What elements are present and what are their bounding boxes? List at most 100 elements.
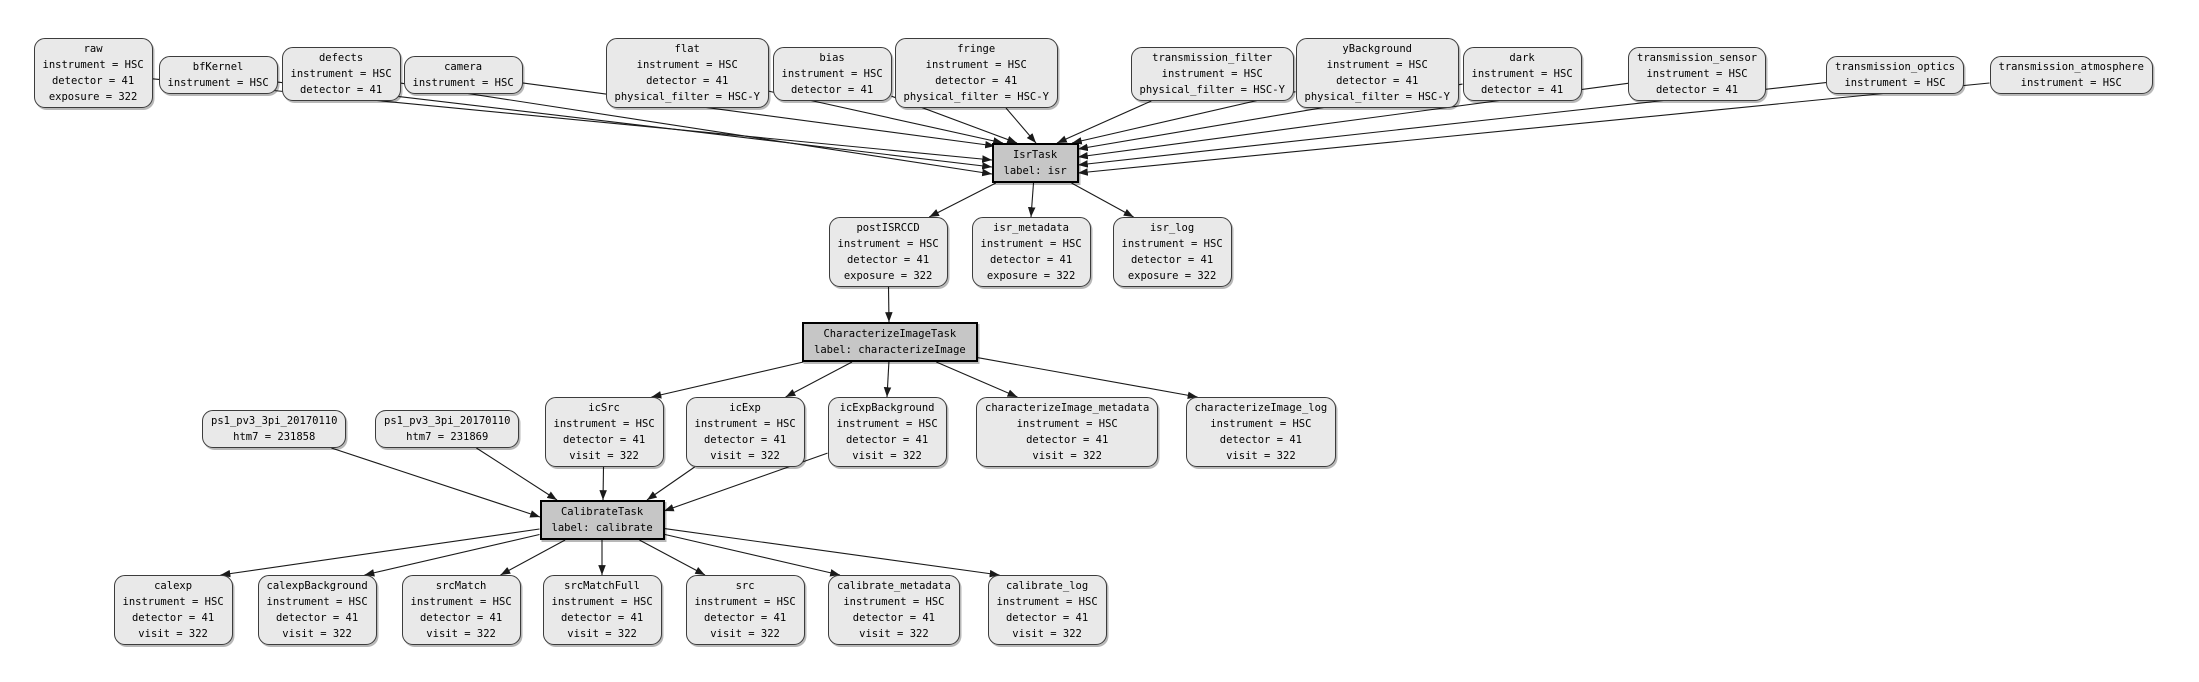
dataset-node-icExp: icExp instrument = HSC detector = 41 visit …	[685, 397, 805, 467]
node-title: bfKernel	[192, 61, 244, 73]
node-dimension: physical_filter = HSC-Y	[903, 91, 1049, 103]
node-dimension: instrument = HSC	[122, 596, 224, 608]
node-title: icExp	[729, 402, 761, 414]
node-dimension: detector = 41	[1005, 612, 1089, 624]
edge-CalibrateTask-to-src	[639, 539, 706, 576]
node-dimension: detector = 41	[562, 434, 646, 446]
edge-fringe-to-IsrTask	[1005, 107, 1037, 144]
node-title: icExpBackground	[839, 402, 935, 414]
edge-IsrTask-to-isr_log	[1071, 182, 1134, 218]
node-title: bias	[819, 52, 845, 64]
node-dimension: detector = 41	[703, 612, 787, 624]
node-dimension: instrument = HSC	[2020, 77, 2122, 89]
node-title: defects	[318, 52, 364, 64]
node-title: CharacterizeImageTask	[823, 328, 957, 340]
node-dimension: instrument = HSC	[636, 59, 738, 71]
node-dimension: detector = 41	[1219, 434, 1302, 446]
node-dimension: detector = 41	[846, 254, 930, 266]
node-dimension: instrument = HSC	[781, 68, 883, 80]
node-dimension: detector = 41	[1026, 434, 1109, 446]
node-dimension: detector = 41	[852, 612, 935, 624]
node-dimension: visit = 322	[138, 628, 208, 640]
node-title: flat	[674, 43, 700, 55]
dataset-node-ps1_231869: ps1_pv3_3pi_20170110 htm7 = 231869	[375, 410, 520, 448]
node-dimension: htm7 = 231858	[233, 431, 316, 443]
node-dimension: visit = 322	[569, 450, 639, 462]
edge-CharacterizeImageTask-to-icExpBackground	[883, 361, 892, 398]
node-title: transmission_sensor	[1637, 52, 1758, 64]
node-title: transmission_optics	[1835, 61, 1956, 73]
node-title: postISRCCD	[856, 222, 920, 234]
node-dimension: detector = 41	[1655, 84, 1739, 96]
node-title: fringe	[957, 43, 996, 55]
node-dimension: physical_filter = HSC-Y	[1304, 91, 1450, 103]
node-dimension: instrument = HSC	[410, 596, 512, 608]
dataset-node-transmission_sensor: transmission_sensor instrument = HSC detec…	[1628, 47, 1767, 101]
edge-CharacterizeImageTask-to-icExp	[785, 361, 853, 398]
node-dimension: instrument = HSC	[836, 418, 938, 430]
node-dimension: detector = 41	[560, 612, 644, 624]
node-title: calibrate_log	[1005, 580, 1089, 592]
node-dimension: detector = 41	[51, 75, 135, 87]
node-dimension: visit = 322	[852, 450, 922, 462]
node-dimension: exposure = 322	[48, 91, 138, 103]
node-dimension: instrument = HSC	[1471, 68, 1573, 80]
node-dimension: label: characterizeImage	[814, 344, 966, 356]
node-title: src	[735, 580, 755, 592]
node-dimension: label: isr	[1003, 165, 1067, 177]
edge-icExp-to-CalibrateTask	[646, 466, 695, 501]
node-dimension: exposure = 322	[843, 270, 933, 282]
node-title: characterizeImage_metadata	[985, 402, 1150, 414]
node-dimension: htm7 = 231869	[406, 431, 489, 443]
node-title: dark	[1509, 52, 1535, 64]
node-dimension: detector = 41	[989, 254, 1073, 266]
node-dimension: detector = 41	[275, 612, 359, 624]
task-node-CharacterizeImageTask: CharacterizeImageTask label: characterize…	[802, 322, 978, 362]
node-dimension: instrument = HSC	[266, 596, 368, 608]
node-title: raw	[83, 43, 103, 55]
node-title: ps1_pv3_3pi_20170110	[384, 415, 511, 427]
node-dimension: instrument = HSC	[1646, 68, 1748, 80]
dataset-node-ps1_231858: ps1_pv3_3pi_20170110 htm7 = 231858	[202, 410, 347, 448]
node-title: IsrTask	[1012, 149, 1058, 161]
node-dimension: instrument = HSC	[1121, 238, 1223, 250]
node-title: camera	[444, 61, 483, 73]
node-title: calibrate_metadata	[837, 580, 951, 592]
edge-IsrTask-to-postISRCCD	[928, 182, 997, 218]
node-dimension: detector = 41	[703, 434, 787, 446]
node-title: isr_metadata	[993, 222, 1069, 234]
node-dimension: detector = 41	[1336, 75, 1419, 87]
node-dimension: detector = 41	[845, 434, 929, 446]
node-dimension: instrument = HSC	[694, 418, 796, 430]
node-dimension: visit = 322	[710, 450, 780, 462]
node-dimension: physical_filter = HSC-Y	[1139, 84, 1285, 96]
node-dimension: instrument = HSC	[290, 68, 392, 80]
edge-CharacterizeImageTask-to-characterizeImage_log	[977, 357, 1198, 399]
edge-CharacterizeImageTask-to-characterizeImage_metadata	[936, 361, 1018, 398]
node-dimension: visit = 322	[859, 628, 929, 640]
node-title: ps1_pv3_3pi_20170110	[211, 415, 338, 427]
node-dimension: instrument = HSC	[1844, 77, 1946, 89]
edge-transmission_filter-to-IsrTask	[1056, 100, 1152, 144]
edge-CalibrateTask-to-srcMatch	[500, 539, 566, 576]
node-dimension: detector = 41	[299, 84, 383, 96]
node-dimension: detector = 41	[419, 612, 503, 624]
edge-postISRCCD-to-CharacterizeImageTask	[885, 286, 893, 323]
node-dimension: instrument = HSC	[1326, 59, 1428, 71]
node-dimension: detector = 41	[646, 75, 729, 87]
